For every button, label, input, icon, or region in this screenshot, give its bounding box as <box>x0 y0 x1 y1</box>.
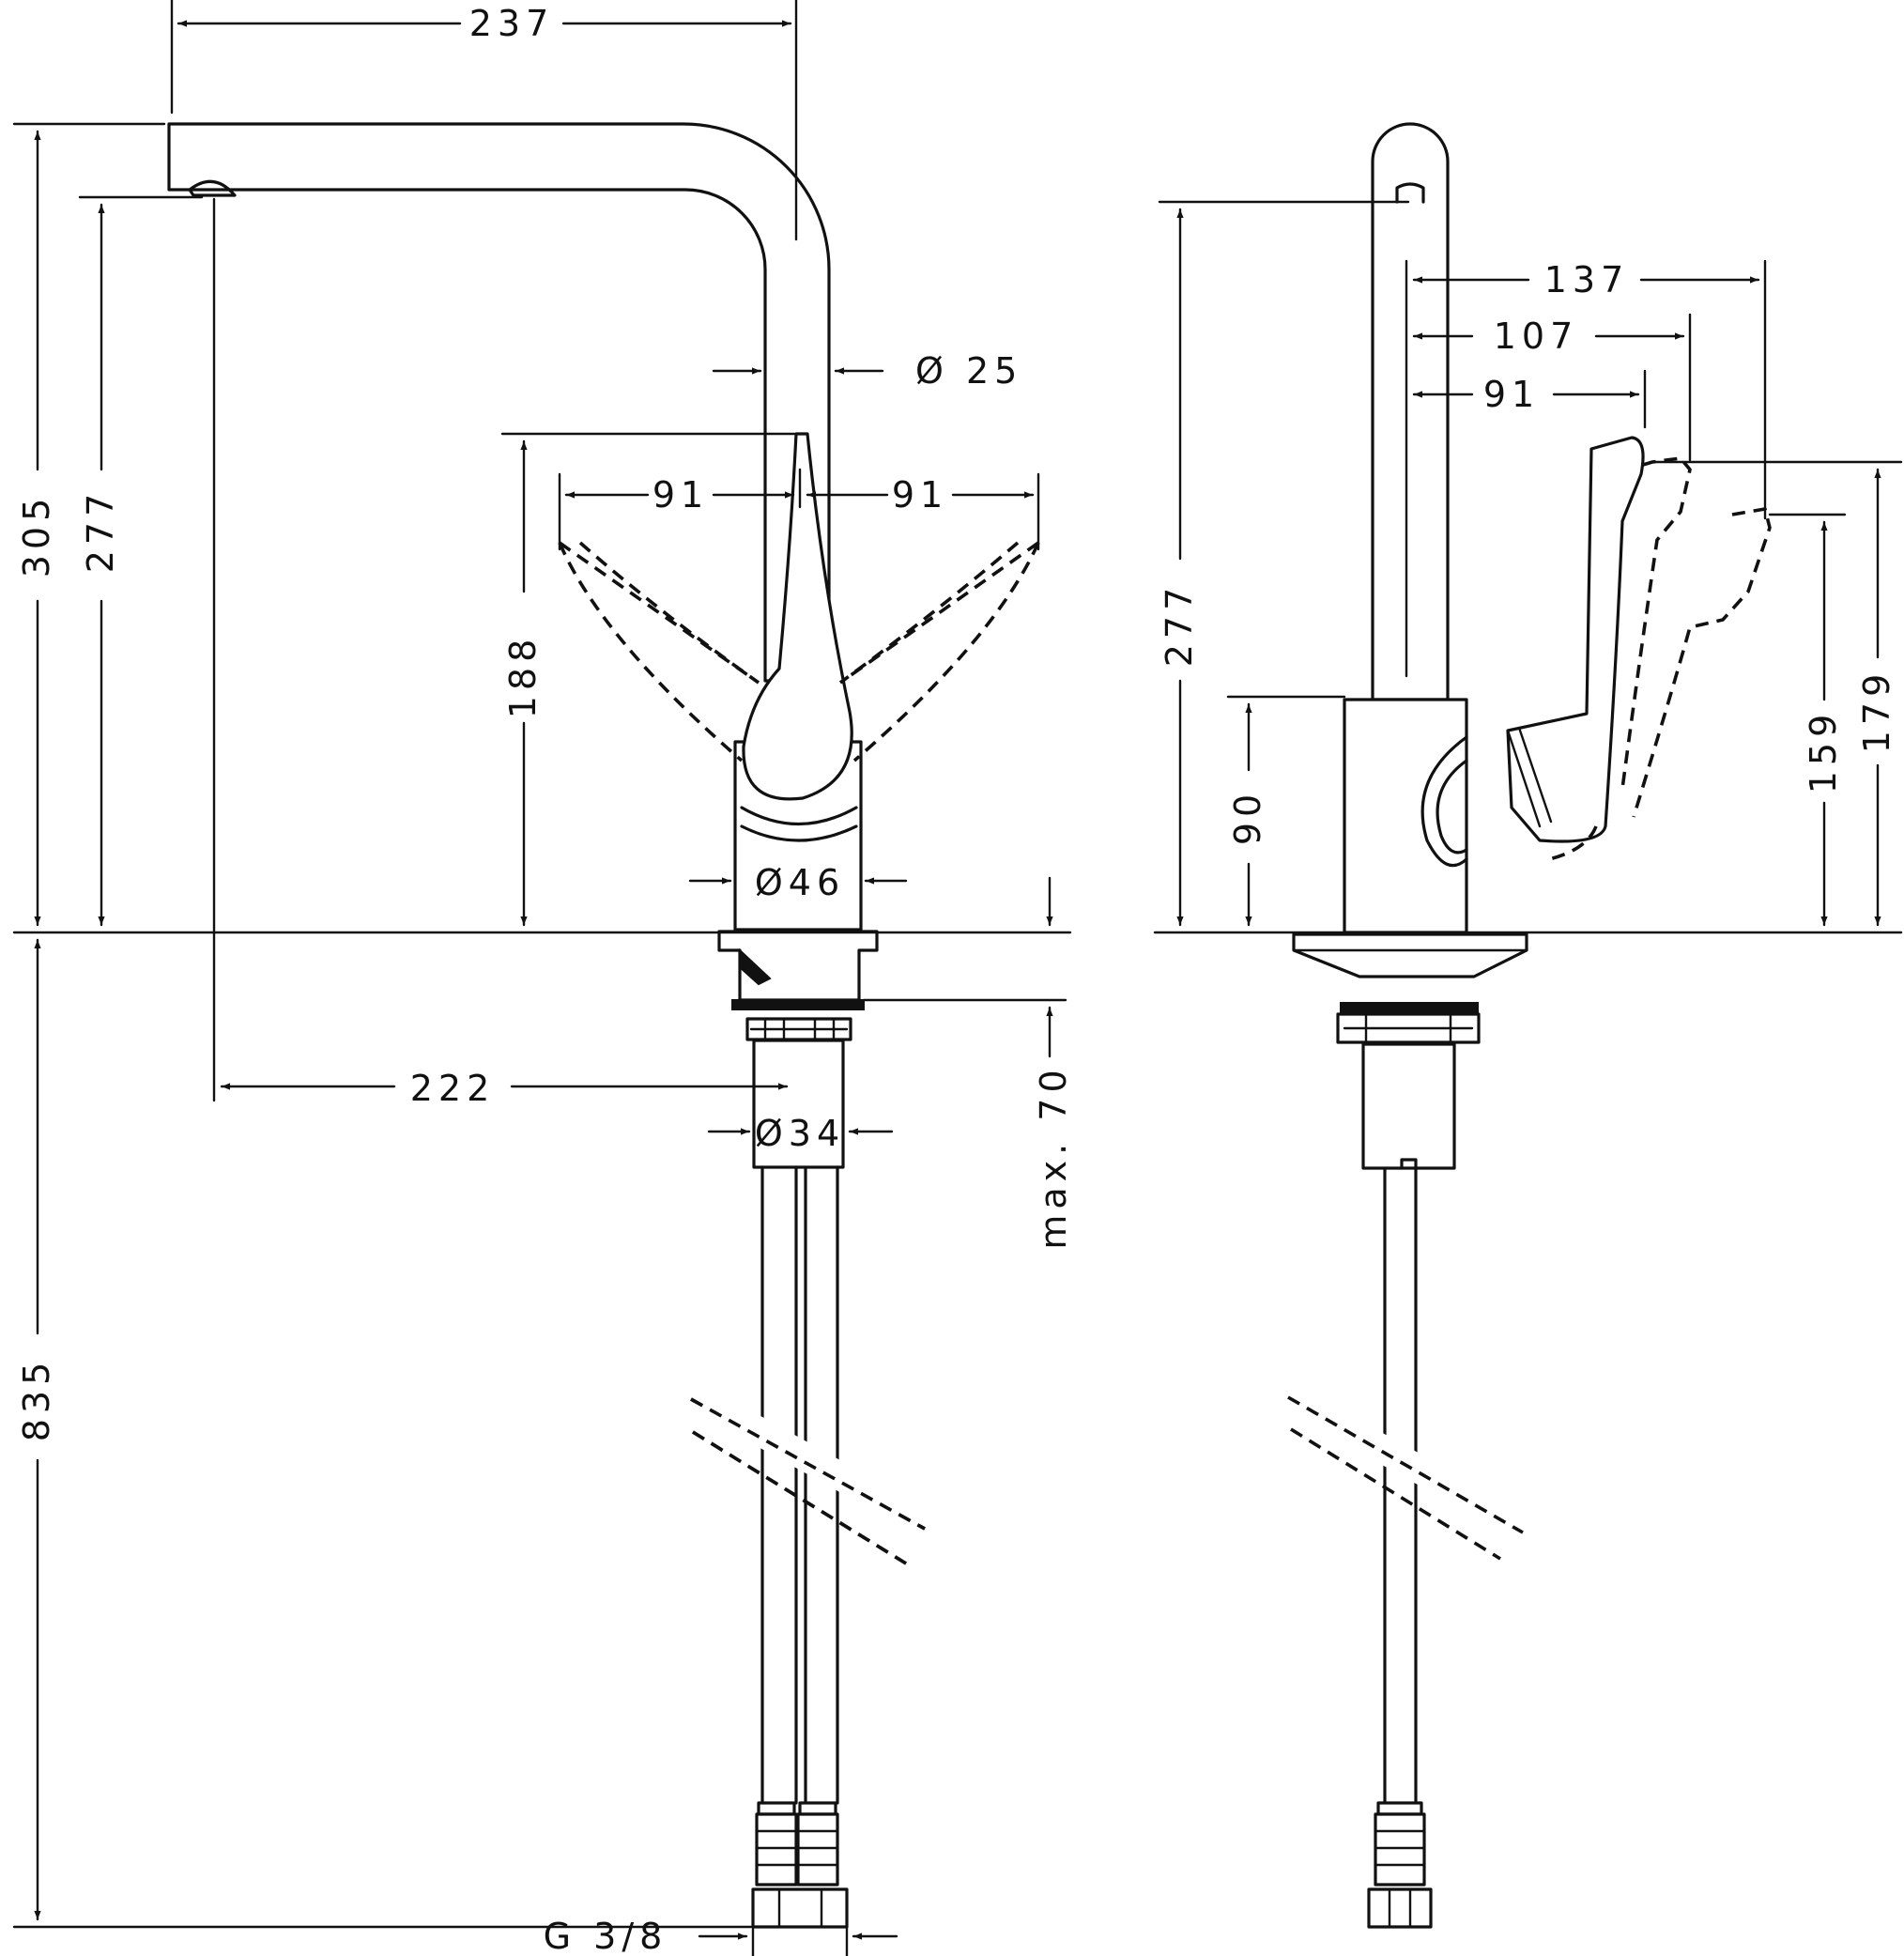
side-shank <box>1361 1042 1456 1170</box>
spout-outlet <box>188 179 237 197</box>
dim-max-counter-thickness: max. 70 <box>1033 1064 1074 1249</box>
hose-fittings <box>751 1801 849 1929</box>
dim-shank-diameter: Ø34 <box>755 1113 845 1154</box>
dim-outlet-to-axis: 222 <box>410 1068 496 1109</box>
side-supply-hose <box>1383 1166 1418 1805</box>
side-body <box>1343 698 1468 934</box>
front-view <box>167 122 1040 1929</box>
dim-lever-reach-min: 91 <box>1483 374 1540 415</box>
lever-handle <box>742 432 853 801</box>
dim-lever-swing-left: 91 <box>653 474 709 516</box>
dim-side-outlet-height: 277 <box>1159 582 1200 668</box>
dim-lever-reach-max: 137 <box>1544 259 1630 300</box>
dim-total-height: 305 <box>16 493 57 578</box>
dim-spout-diameter: Ø 25 <box>915 350 1022 392</box>
dim-lever-height: 188 <box>502 634 544 719</box>
dim-lever-height-max: 179 <box>1856 669 1897 754</box>
mounting-washer <box>731 999 865 1010</box>
spout-outline <box>167 122 831 683</box>
side-hose-fitting <box>1367 1801 1433 1929</box>
dim-lever-swing-right: 91 <box>892 474 948 516</box>
threaded-shank <box>752 1039 845 1169</box>
supply-hoses <box>760 1165 839 1805</box>
side-view <box>1287 122 1772 1929</box>
side-mounting-flange <box>1292 932 1528 978</box>
dim-side-body-height: 90 <box>1227 789 1268 845</box>
dim-connection-thread: G 3/8 <box>544 1916 668 1956</box>
dim-hose-length: 835 <box>16 1357 57 1442</box>
dim-outlet-height: 277 <box>80 488 121 574</box>
side-lever-handle <box>1506 436 1645 843</box>
side-lever-swing <box>1548 456 1772 861</box>
dim-lever-height-min: 159 <box>1803 709 1844 794</box>
dimension-annotations: 237 Ø 25 305 277 188 91 91 Ø46 <box>12 0 1903 1956</box>
lever-swing-right <box>838 541 1040 762</box>
dim-spout-reach: 237 <box>469 3 555 44</box>
dim-body-diameter: Ø46 <box>755 862 845 903</box>
side-spout-column <box>1371 122 1450 701</box>
lever-swing-left <box>558 541 760 762</box>
dim-lever-reach-mid: 107 <box>1494 316 1579 357</box>
